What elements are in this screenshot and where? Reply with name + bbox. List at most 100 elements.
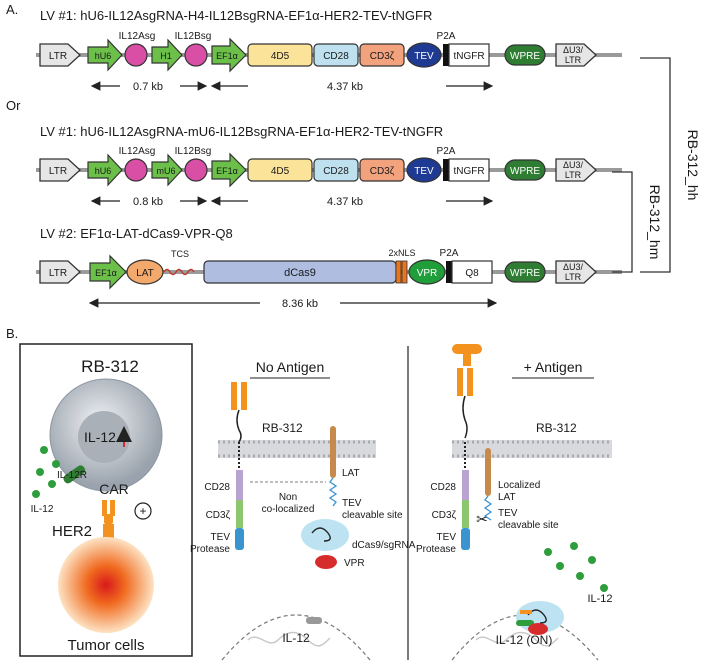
il12a-sgrna — [124, 158, 148, 182]
ltr-element — [39, 43, 81, 67]
tcs-label-a: TEV — [498, 508, 518, 519]
tcs-label-a: TEV — [342, 498, 362, 509]
tev-segment — [235, 528, 244, 550]
lat-domain — [126, 259, 164, 285]
vpr-domain — [315, 555, 337, 569]
localized-label-b: LAT — [498, 492, 516, 503]
il12asg-label: IL12Asg — [119, 31, 156, 42]
tcs-linker — [483, 495, 493, 521]
tev-protease — [406, 42, 442, 68]
localized-label-a: Localized — [498, 480, 540, 491]
ltr3-element — [555, 158, 597, 182]
car-scfv — [241, 382, 247, 410]
ef1a-promoter — [211, 152, 247, 188]
il12asg-label: IL12Asg — [119, 146, 156, 157]
vpr-domain — [408, 259, 446, 285]
length-label: 8.36 kb — [282, 298, 318, 310]
construct-1-title: LV #1: hU6-IL12AsgRNA-H4-IL12BsgRNA-EF1α… — [40, 8, 432, 23]
il12b-sgrna — [184, 158, 208, 182]
sgrna-icon — [311, 527, 331, 542]
p2a-label: P2A — [440, 248, 459, 259]
tev-segment — [461, 528, 470, 550]
panel-b-label: B. — [6, 326, 18, 341]
bracket-hh-label: RB-312_hh — [685, 130, 701, 201]
car-scfv — [231, 382, 237, 410]
il12-dot — [588, 556, 596, 564]
car-hinge — [462, 395, 468, 439]
cd3z-domain — [359, 158, 405, 182]
tev-label: TEV — [414, 51, 434, 62]
her2-label: HER2 — [52, 523, 92, 540]
il12-dot — [576, 572, 584, 580]
hu6-promoter — [87, 153, 123, 187]
cd28-segment — [462, 470, 469, 500]
ltr3-label-a: ΔU3/ — [563, 262, 584, 272]
lat-protein — [330, 426, 336, 478]
h1-label: H1 — [160, 51, 172, 61]
tcs-label-b: cleavable site — [498, 520, 559, 531]
chromatin — [475, 631, 559, 647]
il12bsg-label: IL12Bsg — [175, 146, 212, 157]
bracket-hh — [640, 57, 671, 273]
or-text: Or — [6, 98, 21, 113]
ef1a-label: EF1α — [216, 166, 238, 176]
cd28-label: CD28 — [204, 482, 230, 493]
p2a-block — [443, 44, 449, 66]
panel-a-label: A. — [6, 2, 18, 17]
4d5-label: 4D5 — [271, 166, 290, 177]
wpre-element — [504, 159, 546, 181]
tcs-label: TCS — [171, 249, 189, 259]
il12b-sgrna — [184, 43, 208, 67]
wpre-element — [504, 44, 546, 66]
tcs-linker — [328, 477, 338, 507]
non-label-b: co-localized — [262, 504, 315, 515]
non-label-a: Non — [279, 492, 297, 503]
q8-label: Q8 — [465, 268, 479, 279]
il12-free-label: IL-12 — [587, 593, 612, 605]
cd3z-label: CD3ζ — [370, 51, 395, 62]
membrane — [218, 440, 376, 458]
panel-b-right: + Antigen RB-312 CD28 CD3ζ TEV Protease … — [416, 344, 613, 661]
nls-marker — [520, 610, 532, 614]
tcs-label-b: cleavable site — [342, 510, 403, 521]
cd28-segment — [236, 470, 243, 500]
il12-gene-label: IL-12 — [282, 631, 310, 645]
tev-label-b: Protease — [190, 544, 230, 555]
il12-nucleus-label: IL-12 — [84, 429, 116, 445]
wpre-label: WPRE — [510, 268, 540, 279]
tngfr-domain — [448, 158, 490, 182]
her2-antigen — [452, 344, 482, 354]
her2-antigen — [103, 524, 114, 540]
hu6-promoter — [87, 38, 123, 72]
ltr3-label-a: ΔU3/ — [563, 160, 584, 170]
ltr-label: LTR — [49, 166, 67, 177]
construct-1: LV #1: hU6-IL12AsgRNA-H4-IL12BsgRNA-EF1α… — [36, 8, 622, 93]
gene-locus-active — [516, 620, 534, 626]
tngfr-label: tNGFR — [453, 166, 484, 177]
tev-label-a: TEV — [437, 532, 457, 543]
length-car: 4.37 kb — [327, 81, 363, 93]
her2-stalk — [463, 354, 471, 366]
tumor-cell — [58, 537, 154, 633]
car-label: CAR — [99, 481, 129, 497]
tev-label-a: TEV — [211, 532, 231, 543]
wpre-label: WPRE — [510, 166, 540, 177]
vpr-label: VPR — [344, 558, 365, 569]
ltr3-label-b: LTR — [565, 272, 582, 282]
lat-label: LAT — [342, 468, 360, 479]
mu6-promoter — [151, 153, 183, 187]
length-sg: 0.7 kb — [133, 81, 163, 93]
car-stalk — [110, 500, 115, 516]
nls-1 — [395, 260, 402, 284]
panel-b-middle: No Antigen RB-312 CD28 CD3ζ TEV Protease… — [190, 359, 416, 661]
il12-on-label: IL-12 (ON) — [496, 633, 553, 647]
lat-label: LAT — [136, 268, 154, 279]
cd28-label: CD28 — [323, 166, 349, 177]
il12-dot — [600, 584, 608, 592]
construct-3-title: LV #2: EF1α-LAT-dCas9-VPR-Q8 — [40, 226, 233, 241]
hu6-label: hU6 — [95, 166, 112, 176]
car-scfv — [467, 368, 473, 396]
plus-icon — [134, 502, 152, 520]
tcs-linker — [163, 268, 195, 276]
4d5-domain — [247, 43, 313, 67]
